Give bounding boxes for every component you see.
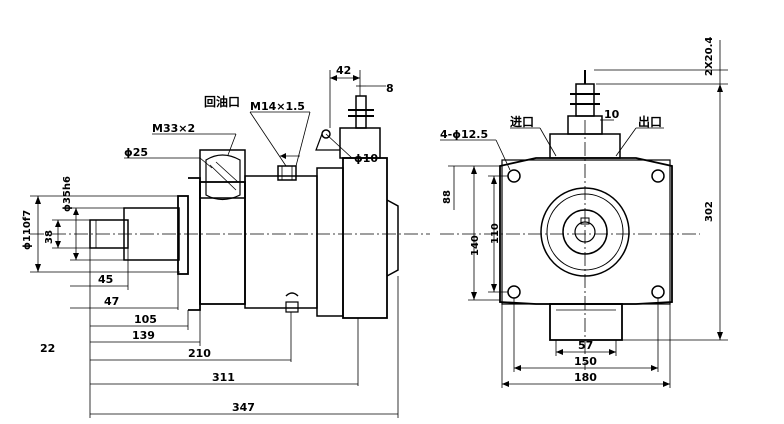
dim-210-label: 210 <box>188 347 211 360</box>
front-view: 302 2X20.4 88 140 110 <box>440 37 728 388</box>
dim-38-label: 38 <box>44 230 55 244</box>
dim-140-label: 140 <box>470 235 481 256</box>
dia-25-label: ϕ25 <box>124 146 148 159</box>
dim-139-label: 139 <box>132 329 155 342</box>
dim-57-label: 57 <box>578 339 593 352</box>
dia-10-label: ϕ10 <box>354 152 378 165</box>
dim-150-label: 150 <box>574 355 597 368</box>
m33-label: M33×2 <box>152 122 195 135</box>
dia-35h6-label: ϕ35h6 <box>62 176 73 212</box>
dim-180-label: 180 <box>574 371 597 384</box>
dim-42-label: 42 <box>336 64 351 77</box>
outlet-label: 出口 <box>638 114 662 129</box>
dim-311-label: 311 <box>212 371 235 384</box>
dim-10-front-label: 10 <box>604 108 620 121</box>
side-view: ϕ110f7 38 ϕ35h6 45 47 105 139 210 311 34… <box>22 64 430 418</box>
dim-8-label: 8 <box>386 82 394 95</box>
dim-88-label: 88 <box>442 190 453 204</box>
dim-105-label: 105 <box>134 313 157 326</box>
dim-347-label: 347 <box>232 401 255 414</box>
bolt-holes-label: 4-ϕ12.5 <box>440 128 488 141</box>
dim-302-label: 302 <box>704 201 715 222</box>
inlet-label: 进口 <box>510 114 534 129</box>
dim-45-label: 45 <box>98 273 113 286</box>
dia-110f7-label: ϕ110f7 <box>22 210 33 250</box>
m14-label: M14×1.5 <box>250 100 305 113</box>
dim-22-label: 22 <box>40 342 55 355</box>
return-port-label: 回油口 <box>204 94 240 109</box>
dim-2x20-label: 2X20.4 <box>704 37 715 76</box>
dim-47-label: 47 <box>104 295 119 308</box>
dim-110-label: 110 <box>490 223 501 244</box>
